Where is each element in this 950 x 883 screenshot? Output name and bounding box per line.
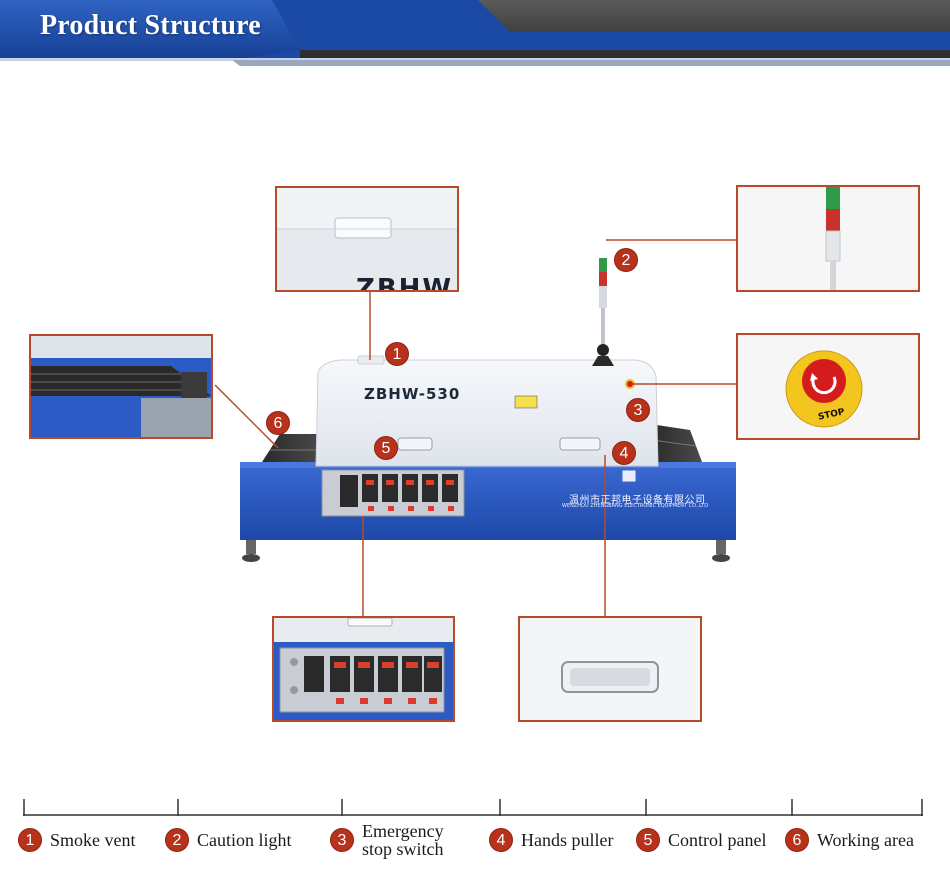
legend-number: 4 [489,828,513,852]
smoke-vent-image [277,188,457,290]
emergency-stop-image [785,350,863,428]
legend-number: 6 [785,828,809,852]
legend-divider [23,799,923,816]
legend-label: Caution light [197,830,292,850]
legend-label: Working area [817,830,915,850]
legend-number: 2 [165,828,189,852]
legend-number: 5 [636,828,660,852]
legend-label: Smoke vent [50,830,136,850]
marker-5: 5 [374,436,398,460]
legend-item-control-panel: 5 Control panel [636,820,766,860]
legend-item-caution-light: 2 Caution light [165,820,292,860]
marker-6: 6 [266,411,290,435]
legend-item-smoke-vent: 1 Smoke vent [18,820,136,860]
marker-3: 3 [626,398,650,422]
legend-number: 1 [18,828,42,852]
legend-item-hands-puller: 4 Hands puller [489,820,613,860]
detail-caution-light [736,185,920,292]
detail-control-panel [272,616,455,722]
marker-2: 2 [614,248,638,272]
machine-model-label: ZBHW-530 [364,385,461,403]
detail-hands-puller [518,616,702,722]
legend-item-working-area: 6 Working area [785,820,914,860]
marker-4: 4 [612,441,636,465]
caution-light-image [825,187,841,290]
banner-background [0,0,950,66]
detail-smoke-vent: ZBHW [275,186,459,292]
hands-puller-image [561,661,659,693]
detail-emergency-stop: STOP [736,333,920,440]
detail-working-area [29,334,213,439]
company-name-en: WENZHOU ZHENGBANG ELECTRONIC EQUIPMENT C… [562,503,709,509]
header-banner: Product Structure [0,0,950,70]
legend-label: Control panel [668,830,767,850]
zoom-model-fragment: ZBHW [356,274,454,292]
legend-number: 3 [330,828,354,852]
legend-label: Hands puller [521,830,614,850]
legend-label: Emergency stop switch [362,821,444,859]
working-area-image [31,336,211,437]
legend-item-emergency-stop: 3 Emergency stop switch [330,820,444,860]
marker-1: 1 [385,342,409,366]
control-panel-image [274,618,453,720]
page-title: Product Structure [40,10,261,41]
company-name-cn: 温州市正邦电子设备有限公司 [569,495,706,506]
